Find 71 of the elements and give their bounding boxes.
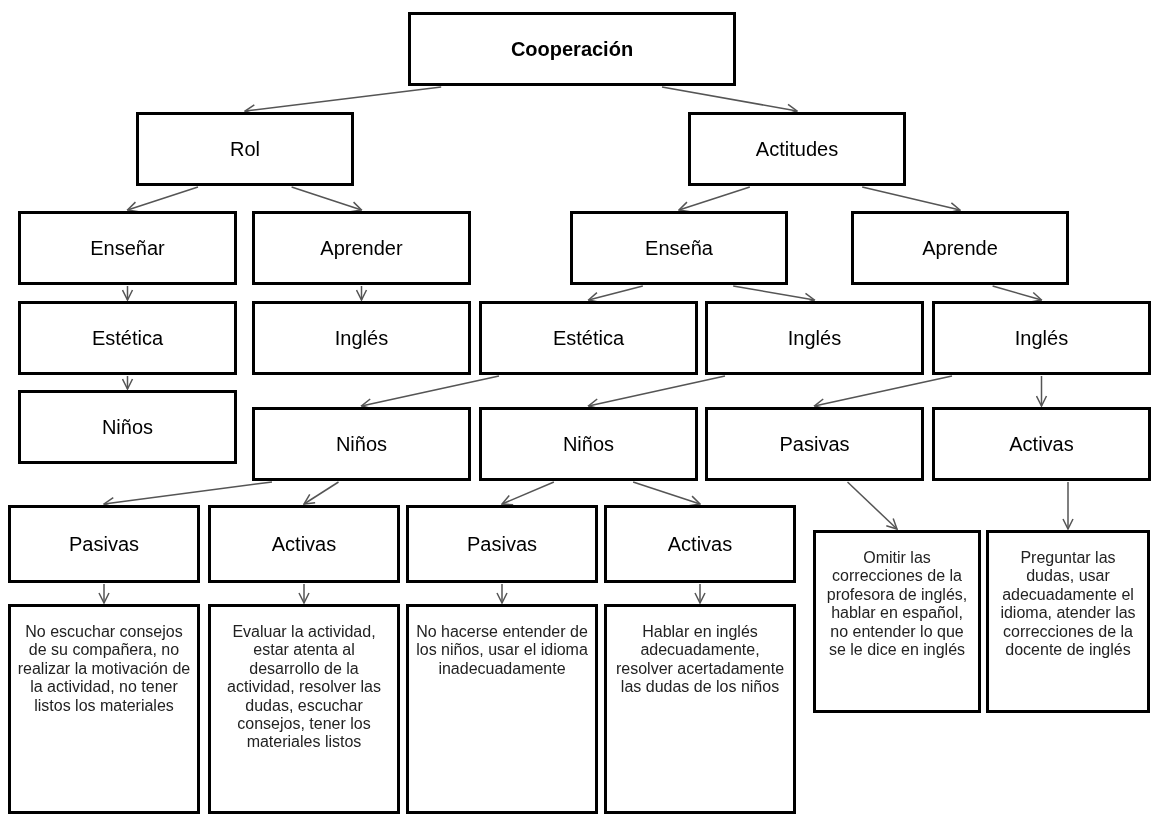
description-text: Evaluar la actividad, estar atenta al desarrollo de la actividad, resolver las dudas, escuchar consejos, tener los materiales listos (226, 623, 382, 752)
concept-box (705, 301, 924, 375)
description-text: Preguntar las dudas, usar adecuadamente el idioma, atender las correcciones de la docente de inglés (999, 549, 1137, 660)
concept-label: Inglés (1014, 326, 1069, 350)
concept-box (408, 12, 736, 86)
concept-box (252, 407, 471, 481)
arrow (298, 583, 310, 604)
concept-label: Inglés (787, 326, 842, 350)
concept-label: Niños (335, 432, 388, 456)
arrow (846, 481, 898, 530)
concept-label: Aprende (922, 236, 998, 260)
concept-label: Activas (271, 532, 337, 556)
concept-box (570, 211, 788, 285)
description-text: No hacerse entender de los niños, usar el idioma inadecuadamente (415, 623, 589, 679)
concept-box (688, 112, 906, 186)
arrow (126, 186, 199, 213)
concept-box (479, 407, 698, 481)
arrow (496, 583, 508, 604)
concept-box (932, 301, 1151, 375)
concept-label: Cooperación (510, 37, 634, 61)
description-box (208, 604, 400, 814)
concept-box (932, 407, 1151, 481)
concept-label: Pasivas (69, 532, 139, 556)
description-box (813, 530, 981, 713)
concept-label: Estética (91, 326, 164, 350)
concept-box (18, 211, 237, 285)
concept-box (252, 301, 471, 375)
arrow (121, 375, 134, 390)
arrow (678, 186, 751, 213)
arrow (1035, 375, 1048, 407)
concept-box (208, 505, 400, 583)
concept-label: Niños (101, 415, 154, 439)
concept-box (851, 211, 1069, 285)
arrow (121, 285, 134, 301)
concept-box (604, 505, 796, 583)
arrow (355, 285, 368, 301)
description-text: No escuchar consejos de su compañera, no realizar la motivación de la actividad, no tener listos los materiales (17, 623, 191, 715)
arrow (1062, 481, 1074, 530)
concept-label: Enseñar (90, 236, 165, 260)
arrow (98, 583, 110, 604)
concept-label: Enseña (645, 236, 713, 260)
arrow (991, 285, 1043, 303)
concept-box (18, 390, 237, 464)
arrow (290, 186, 363, 213)
concept-label: Inglés (334, 326, 389, 350)
description-box (986, 530, 1150, 713)
concept-box (406, 505, 598, 583)
concept-label: Activas (667, 532, 733, 556)
concept-box (136, 112, 354, 186)
arrow (694, 583, 706, 604)
description-text: Omitir las correcciones de la profesora de inglés, hablar en español, no entender lo que se le dice en inglés (825, 549, 969, 660)
concept-label: Niños (562, 432, 615, 456)
concept-box (479, 301, 698, 375)
concept-box (252, 211, 471, 285)
concept-label: Rol (230, 137, 260, 161)
concept-box (705, 407, 924, 481)
arrow (303, 481, 340, 505)
description-box (604, 604, 796, 814)
concept-label: Aprender (320, 236, 403, 260)
description-box (406, 604, 598, 814)
description-text: Hablar en inglés adecuadamente, resolver acertadamente las dudas de los niños (614, 623, 786, 697)
concept-box (8, 505, 200, 583)
arrow (632, 481, 701, 507)
arrow (501, 481, 555, 506)
description-box (8, 604, 200, 814)
concept-box (18, 301, 237, 375)
concept-label: Activas (1009, 432, 1074, 456)
concept-label: Pasivas (779, 432, 850, 456)
concept-label: Pasivas (467, 532, 537, 556)
concept-label: Actitudes (755, 137, 839, 161)
concept-label: Estética (552, 326, 625, 350)
